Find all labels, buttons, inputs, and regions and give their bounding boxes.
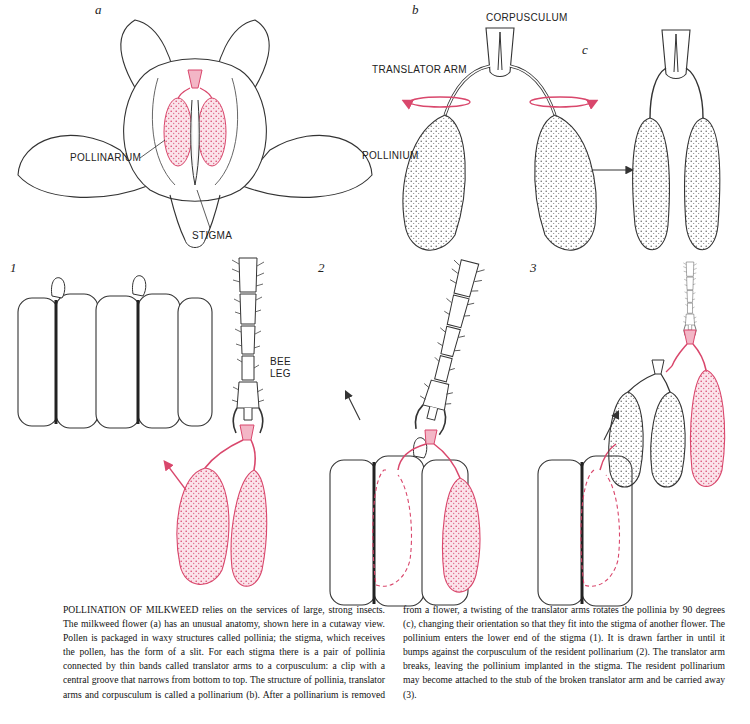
panel-letter: b — [412, 4, 419, 16]
part-name: TRANSLATOR ARM — [372, 64, 467, 76]
stigma-column-1 — [18, 258, 267, 586]
callout-number: 1 — [10, 262, 17, 274]
part-name: STIGMA — [192, 230, 232, 242]
stigma-column-3 — [538, 262, 725, 606]
pollinarium-c — [633, 30, 720, 250]
callout-number: 3 — [530, 262, 537, 274]
part-name: BEE LEG — [270, 356, 304, 380]
part-name: CORPUSCULUM — [486, 12, 568, 24]
stigma-column-2 — [330, 258, 486, 606]
pollinarium-b — [403, 28, 632, 250]
part-name: POLLINARIUM — [70, 152, 141, 164]
milkweed-flower — [18, 20, 372, 248]
part-name: POLLINIUM — [362, 150, 419, 162]
panel-letter: c — [582, 44, 588, 56]
panel-letter: a — [95, 4, 102, 16]
callout-number: 2 — [318, 262, 325, 274]
figure-caption: POLLINATION OF MILKWEED relies on the se… — [63, 603, 725, 702]
